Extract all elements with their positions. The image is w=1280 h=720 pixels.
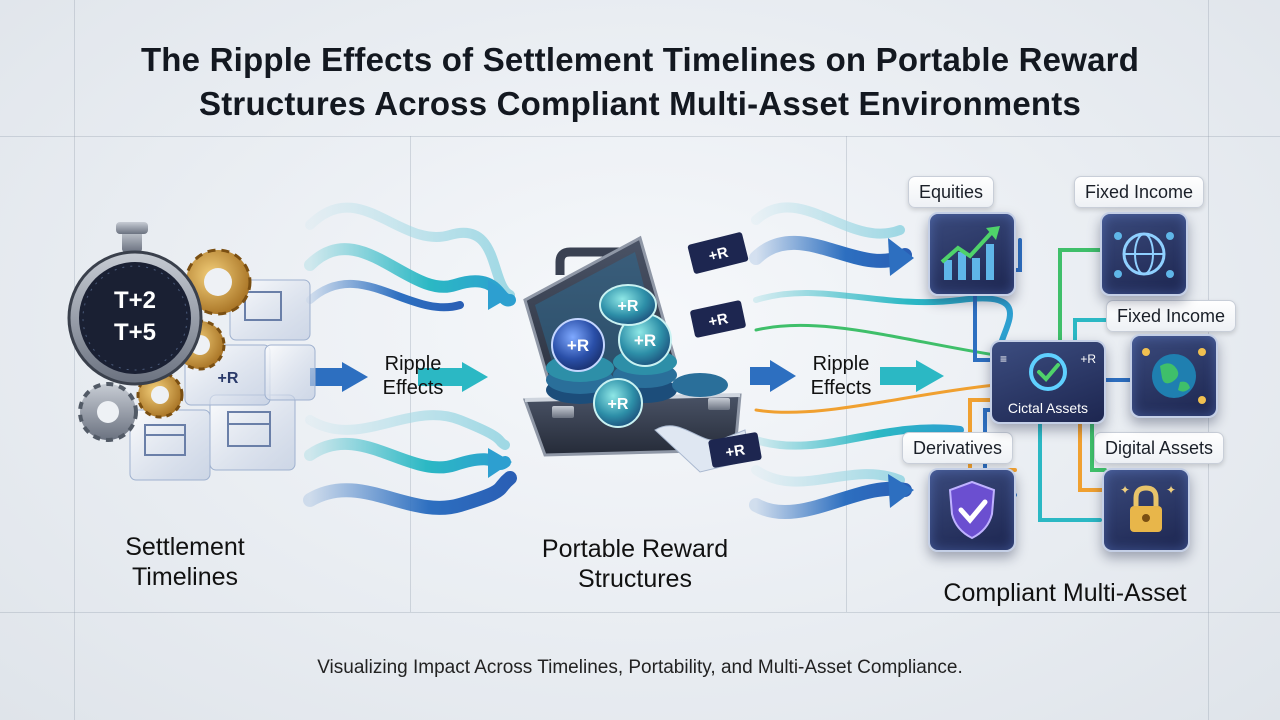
ripple-waves-right [749, 202, 1013, 520]
hub-digital-assets: ≡ +R Cictal Assets [990, 340, 1106, 424]
sparkle-icon: ✦ [1120, 483, 1130, 497]
tile-equities [928, 212, 1016, 296]
reward-coin: +R [593, 378, 643, 428]
ripple-effects-label-right: Ripple Effects [810, 353, 872, 399]
ripple-effects-label-left: Ripple Effects [382, 353, 444, 399]
svg-text:+R: +R [707, 310, 730, 331]
calendar-icon [229, 279, 311, 341]
svg-text:+R: +R [707, 244, 730, 265]
section-label-multi-asset: Compliant Multi-Asset [943, 579, 1187, 607]
calendar-icon [129, 409, 211, 481]
grid-line-vertical [410, 136, 411, 612]
title-line-1: The Ripple Effects of Settlement Timelin… [140, 41, 1140, 78]
grid-line-vertical [846, 136, 847, 612]
tile-fixed-income-top [1100, 212, 1188, 296]
svg-text:+R: +R [567, 336, 589, 355]
tile-fixed-income-mid [1130, 334, 1218, 418]
reward-coin-stack [546, 349, 728, 404]
stopwatch-t2: T+2 [114, 287, 156, 314]
reward-coin: +R [551, 318, 605, 372]
globe-icon [1142, 348, 1206, 404]
svg-text:+R: +R [724, 441, 746, 461]
globe-network-icon [1114, 232, 1174, 278]
reward-coin: +R [599, 284, 657, 326]
stopwatch-icon: T+2 T+5 [67, 222, 203, 386]
check-circle-icon [1029, 353, 1067, 391]
reward-ticket: +R [687, 232, 749, 274]
svg-text:+R: +R [618, 298, 639, 315]
svg-text:+R: +R [634, 331, 656, 350]
page-title: The Ripple Effects of Settlement Timelin… [0, 38, 1280, 126]
section-label-settlement: Settlement Timelines [125, 533, 245, 591]
hub-right-mark: +R [1080, 352, 1096, 366]
hub-left-mark: ≡ [1000, 352, 1008, 366]
arrow-heads-right [750, 238, 944, 508]
grid-line-vertical [74, 0, 75, 720]
arrow-heads-left [310, 280, 512, 478]
svg-text:+R: +R [608, 396, 629, 413]
grid-line-horizontal [0, 136, 1280, 137]
grid-line-horizontal [0, 612, 1280, 613]
tile-derivatives [928, 468, 1016, 552]
reward-ticket: +R [654, 425, 762, 473]
cube-reward-token: +R [218, 370, 239, 387]
tag-fixed-income-top: Fixed Income [1074, 176, 1205, 208]
hub-label: Cictal Assets [1007, 400, 1089, 416]
calendar-icon [209, 394, 296, 471]
tag-equities: Equities [908, 176, 995, 208]
reward-ticket: +R [690, 300, 746, 338]
padlock-icon: ✦ ✦ [1120, 483, 1176, 532]
bar-chart-icon [940, 226, 1000, 280]
sparkle-icon: ✦ [1166, 483, 1176, 497]
tag-digital-assets: Digital Assets [1094, 432, 1225, 464]
stopwatch-t5: T+5 [114, 319, 156, 346]
title-line-2: Structures Across Compliant Multi-Asset … [199, 85, 1081, 122]
tag-fixed-income-mid: Fixed Income [1106, 300, 1237, 332]
shield-check-icon [948, 480, 996, 540]
section-label-portable: Portable Reward Structures [541, 535, 729, 593]
tile-digital-assets: ✦ ✦ [1102, 468, 1190, 552]
glass-cube [264, 344, 316, 401]
tag-derivatives: Derivatives [902, 432, 1014, 464]
footer-caption: Visualizing Impact Across Timelines, Por… [317, 657, 963, 678]
gear-icon [78, 382, 138, 442]
